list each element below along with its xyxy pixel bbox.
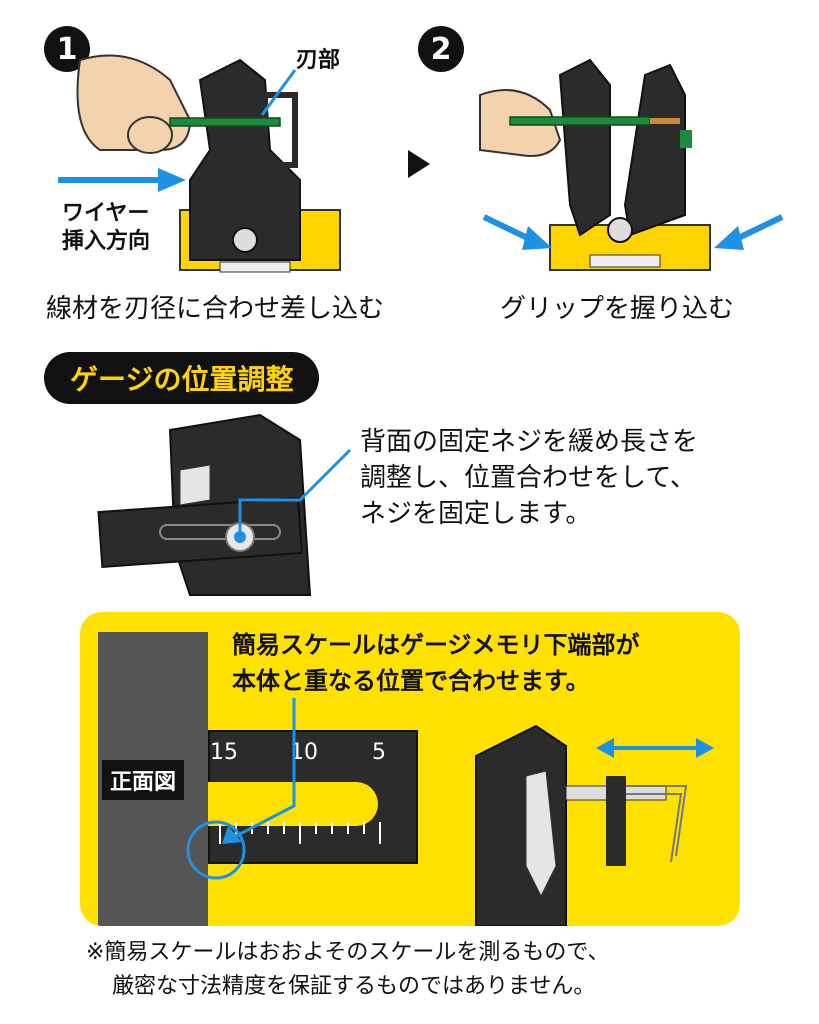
- gauge-desc-line-1: 背面の固定ネジを緩め長さを: [360, 427, 699, 457]
- scale-note-line-2: 本体と重なる位置で合わせます。: [232, 667, 590, 695]
- grip-arrow-left-icon: [482, 214, 552, 250]
- step-1-illustration: [76, 54, 341, 273]
- scale-note-line-1: 簡易スケールはゲージメモリ下端部が: [232, 631, 640, 659]
- gauge-desc-line-2: 調整し、位置合わせをして、: [360, 463, 696, 493]
- scale-highlight-pointer: [186, 698, 296, 880]
- scale-info-panel: 正面図 15 10 5 簡易スケールはゲージメモ: [80, 612, 740, 926]
- gauge-screw-pointer-line: [238, 448, 352, 538]
- step-2-badge: 2: [418, 26, 464, 72]
- footnote-line-1: ※簡易スケールはおおよそのスケールを測るもので、: [86, 940, 610, 965]
- wire-direction-label-2: 挿入方向: [62, 229, 151, 254]
- blade-label: 刃部: [296, 48, 341, 73]
- step-2-caption: グリップを握り込む: [500, 294, 735, 324]
- step-1-caption: 線材を刃径に合わせ差し込む: [46, 294, 385, 324]
- gauge-side-illustration: [475, 724, 688, 926]
- next-step-arrow-icon: [408, 150, 430, 178]
- footnote-line-2: 厳密な寸法精度を保証するものではありません。: [112, 974, 596, 999]
- gauge-section-title: ゲージの位置調整: [44, 352, 320, 404]
- scale-number-5: 5: [372, 740, 386, 765]
- front-view-label: 正面図: [102, 760, 185, 800]
- gauge-desc-line-3: ネジを固定します。: [360, 499, 592, 529]
- step-2-illustration: [479, 58, 711, 271]
- step-1-badge: 1: [44, 26, 90, 72]
- gauge-slide-arrow-icon: [596, 738, 714, 758]
- wire-direction-label-1: ワイヤー: [62, 201, 150, 226]
- scale-ticks: [219, 822, 381, 844]
- scale-number-15: 15: [210, 740, 238, 765]
- wire-direction-arrow: [58, 168, 186, 192]
- grip-arrow-right-icon: [714, 214, 784, 250]
